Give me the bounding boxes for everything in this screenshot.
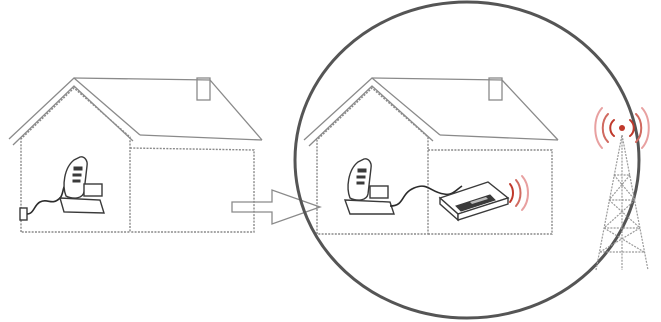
house-after-chimney [489, 78, 502, 100]
cordless-phone-icon [345, 159, 394, 214]
zoom-circle [295, 2, 639, 318]
router-icon [440, 182, 508, 220]
cell-tower-icon [596, 125, 648, 270]
house-before [9, 78, 262, 232]
signal-waves-icon [510, 176, 528, 210]
house-after [304, 78, 558, 234]
wall-jack-icon [20, 208, 27, 220]
house-before-chimney [197, 78, 210, 100]
cordless-phone-icon [60, 157, 104, 213]
tower-antenna-tip [619, 125, 625, 131]
